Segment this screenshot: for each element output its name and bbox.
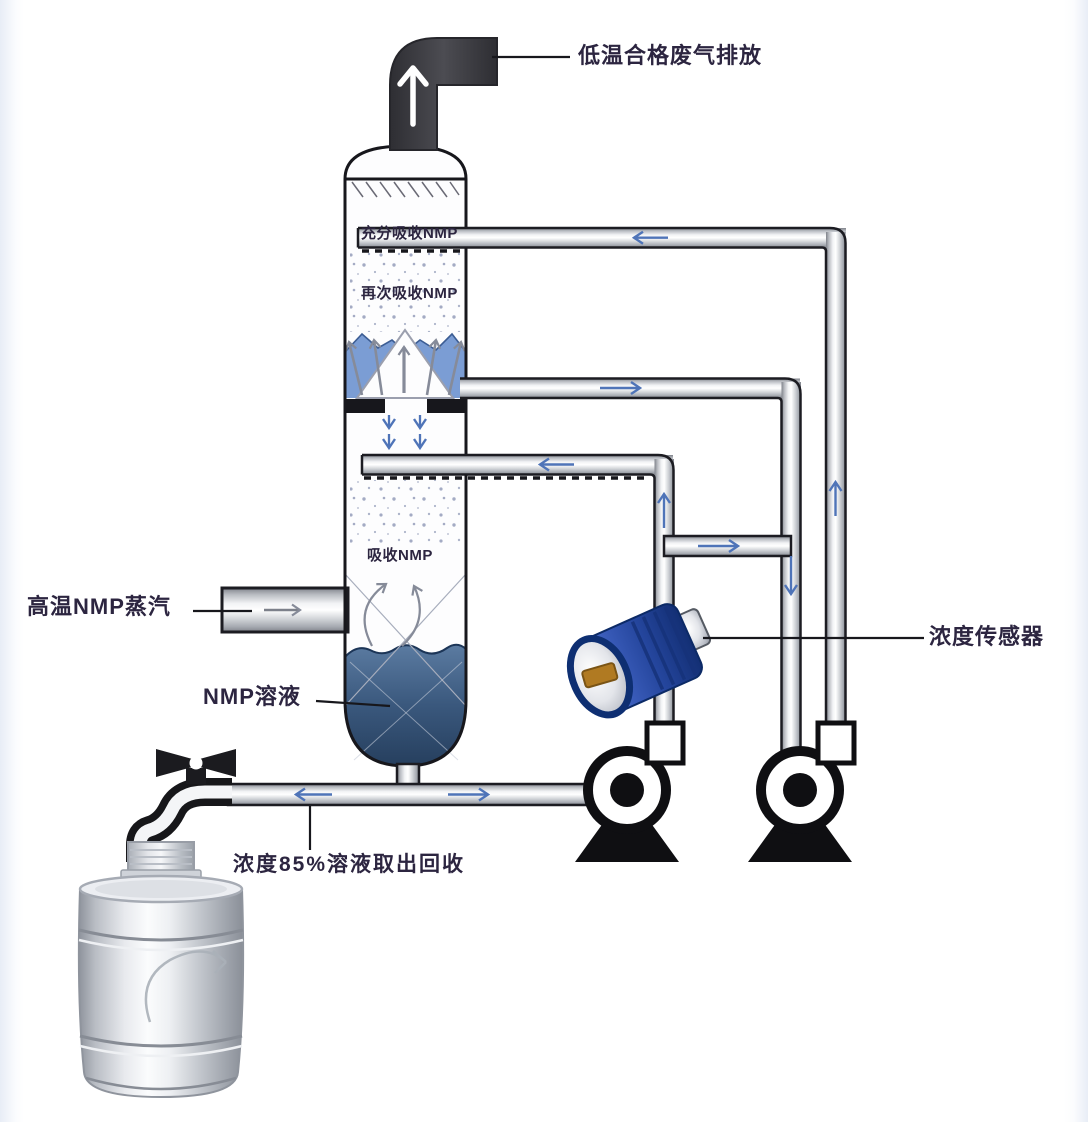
baffle-left [345, 399, 385, 413]
leader-lines [193, 55, 924, 850]
drum-emboss-arrow [144, 950, 227, 1023]
circulation-pump-left [575, 720, 686, 862]
exhaust-duct [389, 37, 498, 151]
cross-braces [344, 573, 467, 761]
vapor-up-arrows [344, 338, 466, 396]
bottom-drain-pipe [226, 762, 604, 807]
label-absorb-stage1: 吸收NMP [367, 547, 433, 564]
recovery-drum [77, 841, 245, 1099]
demister-hatch [351, 181, 460, 198]
column-outline [343, 144, 468, 768]
exhaust-up-arrow-icon [397, 65, 429, 127]
label-absorb-stage3: 充分吸收NMP [361, 225, 458, 242]
spray-zone-upper [350, 250, 462, 332]
circulation-pump-right [748, 720, 857, 862]
pump-right-outlet [815, 720, 857, 766]
sensor-window [581, 662, 619, 689]
spray-zone-lower [350, 480, 462, 544]
swirl-arrows [363, 582, 423, 647]
liquid-down-arrows [382, 415, 427, 451]
flow-arrows [293, 230, 843, 802]
label-vapor-inlet: 高温NMP蒸汽 [27, 594, 171, 619]
label-recovery-note: 浓度85%溶液取出回收 [233, 853, 466, 876]
label-exhaust-outlet: 低温合格废气排放 [578, 43, 763, 68]
liquid-pool [345, 644, 466, 766]
label-absorb-stage2: 再次吸收NMP [361, 285, 458, 302]
concentration-sensor [566, 603, 712, 719]
absorption-column [344, 146, 467, 766]
outlet-valve [126, 749, 236, 862]
pump-left-outlet [644, 720, 686, 766]
label-concentration-sensor: 浓度传感器 [929, 624, 1045, 649]
label-nmp-solution: NMP溶液 [203, 684, 301, 709]
baffle-right [427, 399, 466, 413]
